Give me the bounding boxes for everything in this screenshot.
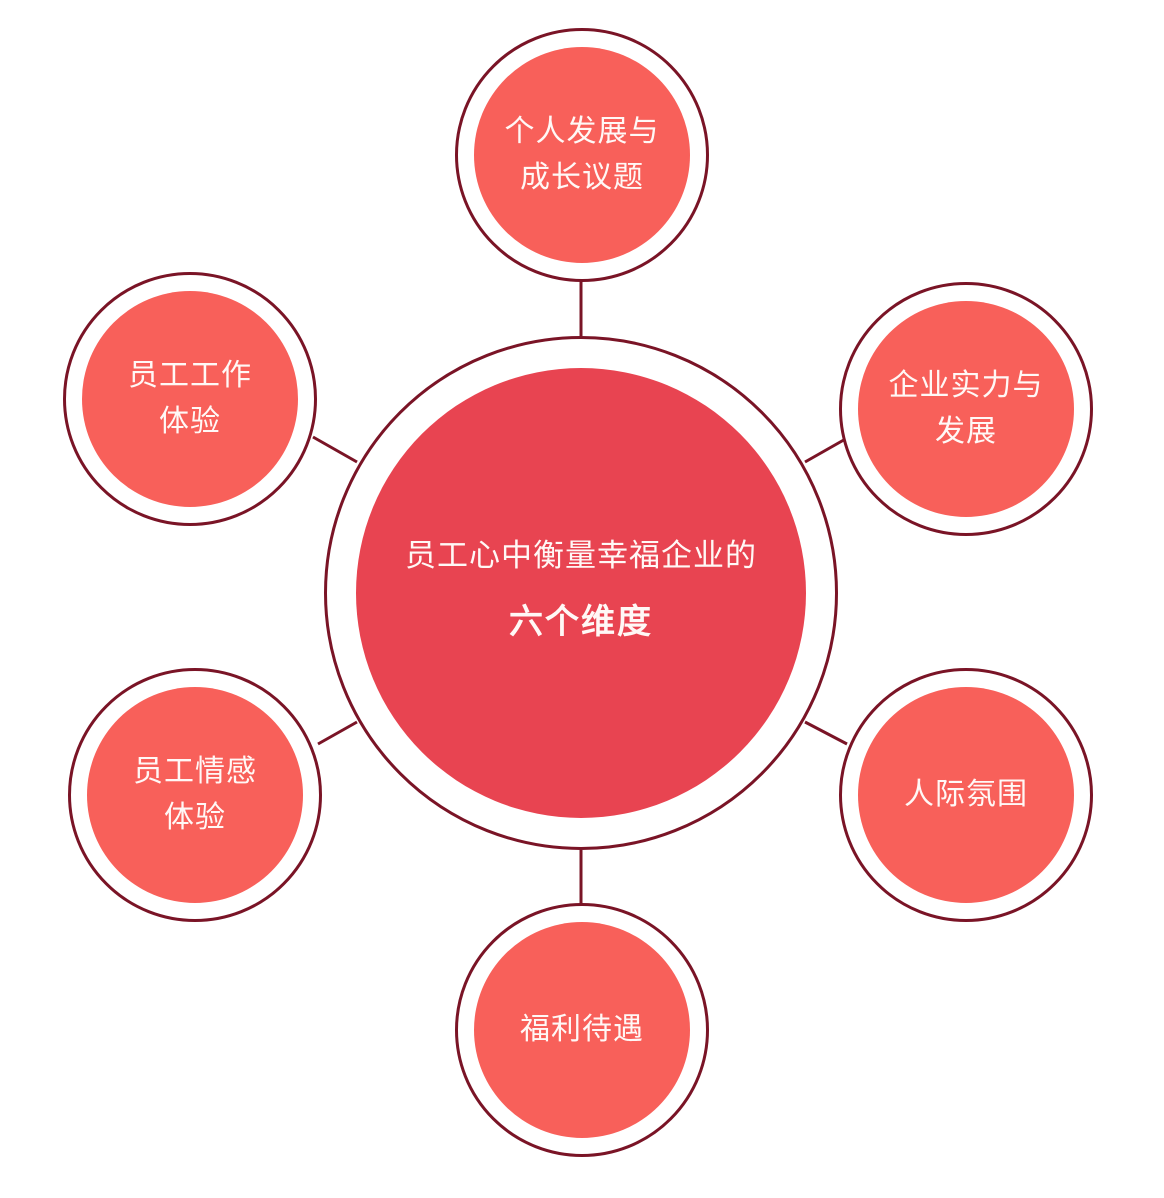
satellite-label-line: 体验 bbox=[164, 800, 226, 835]
satellite-emotional-experience: 员工情感 体验 bbox=[68, 668, 322, 922]
satellite-personal-growth: 个人发展与 成长议题 bbox=[455, 28, 709, 282]
connector-lower-right bbox=[804, 720, 848, 746]
satellite-fill: 福利待遇 bbox=[474, 922, 690, 1138]
satellite-fill: 人际氛围 bbox=[858, 687, 1074, 903]
satellite-label-line: 人际氛围 bbox=[904, 777, 1028, 812]
connector-lower-left bbox=[317, 720, 358, 746]
connector-upper-left bbox=[312, 435, 358, 464]
hub-circle: 员工心中衡量幸福企业的 六个维度 bbox=[324, 336, 838, 850]
satellite-label-line: 成长议题 bbox=[520, 160, 644, 195]
satellite-label-line: 员工工作 bbox=[128, 358, 252, 393]
satellite-label-line: 员工情感 bbox=[133, 754, 257, 789]
hub-title: 员工心中衡量幸福企业的 bbox=[405, 538, 757, 574]
hub-fill: 员工心中衡量幸福企业的 六个维度 bbox=[356, 368, 806, 818]
satellite-work-experience: 员工工作 体验 bbox=[63, 272, 317, 526]
satellite-fill: 员工情感 体验 bbox=[87, 687, 303, 903]
satellite-fill: 个人发展与 成长议题 bbox=[474, 47, 690, 263]
satellite-benefits: 福利待遇 bbox=[455, 903, 709, 1157]
satellite-label-line: 个人发展与 bbox=[504, 114, 660, 149]
satellite-label-line: 发展 bbox=[935, 414, 997, 449]
satellite-company-strength: 企业实力与 发展 bbox=[839, 282, 1093, 536]
connector-upper-right bbox=[804, 435, 850, 464]
satellite-label-line: 体验 bbox=[159, 404, 221, 439]
satellite-label-line: 企业实力与 bbox=[888, 368, 1044, 403]
hub-subtitle: 六个维度 bbox=[509, 602, 653, 642]
satellite-fill: 企业实力与 发展 bbox=[858, 301, 1074, 517]
satellite-label-line: 福利待遇 bbox=[520, 1012, 644, 1047]
satellite-fill: 员工工作 体验 bbox=[82, 291, 298, 507]
satellite-interpersonal-atmosphere: 人际氛围 bbox=[839, 668, 1093, 922]
